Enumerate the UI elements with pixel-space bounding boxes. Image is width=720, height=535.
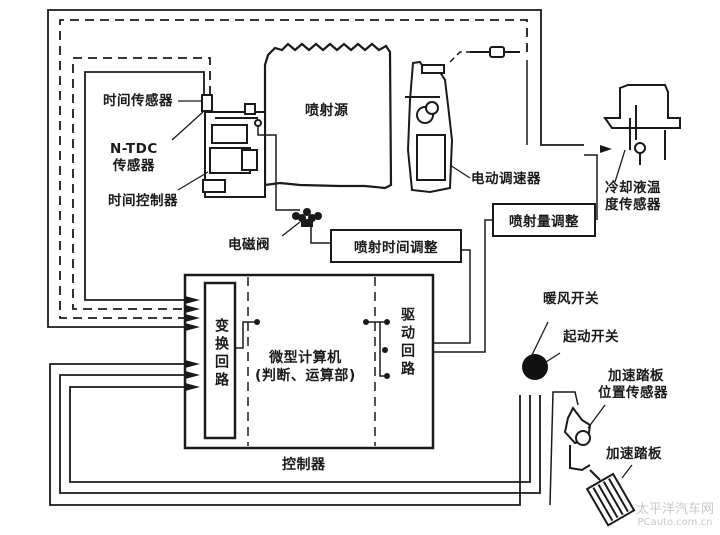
- input-arrows: [185, 296, 200, 391]
- wire-inner-dashed: [72, 57, 211, 310]
- coolant-sensor-housing: [603, 84, 681, 165]
- wire-inner-solid: [84, 71, 205, 301]
- wire-qty-to-sensor: [584, 154, 598, 220]
- injection-pump-label: 喷射源: [305, 103, 349, 119]
- start-switch-knob: [522, 354, 548, 380]
- electric-governor: [405, 60, 454, 194]
- heater-switch-label: 暖风开关: [543, 291, 599, 307]
- coolant-sensor-label: 冷却液温 度传感器: [605, 180, 661, 214]
- timing-sensor-label: 时间传感器: [103, 93, 173, 109]
- watermark-line2: PCauto.com.cn: [637, 517, 713, 529]
- microcomputer-label-line1: 微型计算机: [269, 350, 342, 366]
- wire-outer-dashed: [59, 19, 528, 319]
- coolant-sensor-label-line1: 冷却液温: [605, 180, 661, 196]
- conversion-circuit-box: [203, 281, 237, 440]
- accel-pedal-sensor-label-line1: 加速踏板: [608, 368, 664, 384]
- wire-timing-adjust: [433, 249, 471, 344]
- drive-circuit-label: 驱动回路: [399, 307, 415, 379]
- microcomputer-label: 微型计算机 (判断、运算部): [255, 350, 356, 385]
- coolant-sensor-label-line2: 度传感器: [605, 196, 661, 213]
- wire-qty-adjust: [433, 219, 492, 353]
- wire-bottom-2: [59, 374, 541, 494]
- watermark: 太平洋汽车网 PCauto.com.cn: [636, 502, 715, 529]
- wire-bottom-1: [49, 363, 521, 506]
- wire-governor-dashed: [449, 51, 480, 63]
- watermark-line1: 太平洋汽车网: [636, 502, 715, 517]
- wire-outer-solid: [47, 9, 584, 328]
- ntdc-sensor-label-line1: N-TDC: [110, 141, 158, 157]
- accel-pedal-label: 加速踏板: [606, 446, 662, 462]
- ntdc-sensor-label-line2: 传感器: [112, 157, 155, 174]
- start-switch-label: 起动开关: [563, 329, 619, 345]
- wire-pedal: [549, 391, 579, 506]
- conversion-circuit-label: 变换回路: [213, 318, 229, 390]
- ntdc-sensor-label: N-TDC 传感器: [110, 141, 158, 175]
- solenoid-valve: [292, 208, 322, 227]
- microcomputer-label-line2: (判断、运算部): [255, 367, 356, 384]
- speed-sensor-probe: [470, 46, 520, 58]
- accel-pedal-sensor-label-line2: 位置传感器: [598, 384, 668, 401]
- electric-governor-label: 电动调速器: [471, 171, 541, 187]
- wire-bottom-3: [69, 386, 531, 483]
- injection-quantity-adjust-box: 喷射量调整: [492, 203, 596, 237]
- solenoid-valve-label: 电磁阀: [228, 237, 270, 253]
- injection-timing-adjust-box: 喷射时间调整: [330, 229, 462, 263]
- timing-controller-label: 时间控制器: [108, 193, 178, 209]
- timing-assembly: [201, 94, 266, 198]
- accel-pedal-sensor-label: 加速踏板 位置传感器: [598, 368, 668, 402]
- controller-box: [183, 273, 435, 450]
- accel-pedal-assembly: [563, 406, 636, 527]
- injection-pump: [263, 42, 393, 190]
- controller-label: 控制器: [282, 457, 326, 473]
